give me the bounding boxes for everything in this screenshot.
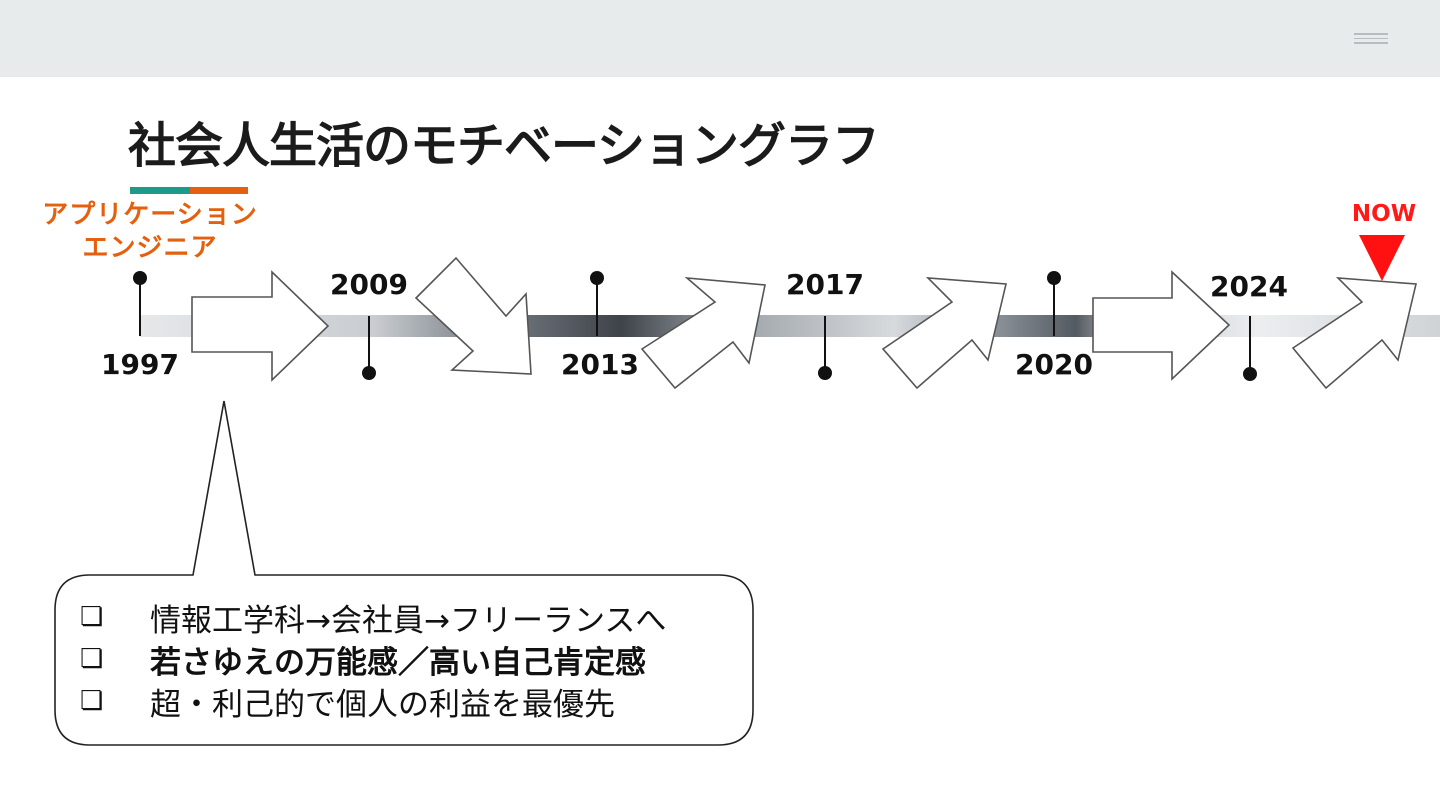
role-line-2: エンジニア bbox=[82, 233, 218, 263]
arrow-right-icon bbox=[191, 270, 330, 382]
timeline-dot bbox=[1243, 367, 1257, 381]
timeline-tick bbox=[596, 280, 598, 336]
timeline-dot bbox=[590, 271, 604, 285]
list-item-text: 若さゆえの万能感／高い自己肯定感 bbox=[150, 644, 646, 681]
header-bar bbox=[0, 0, 1440, 77]
timeline-tick bbox=[1053, 280, 1055, 336]
timeline-tick bbox=[368, 316, 370, 372]
timeline-tick bbox=[139, 280, 141, 336]
menu-lines-icon[interactable] bbox=[1354, 33, 1388, 45]
callout-bubble bbox=[54, 400, 754, 746]
timeline-band bbox=[140, 315, 1440, 337]
timeline-tick bbox=[824, 316, 826, 372]
timeline-dot bbox=[1047, 271, 1061, 285]
accent-bar-orange bbox=[190, 187, 248, 194]
checkbox-icon: ❏ bbox=[80, 644, 104, 674]
list-item-text: 情報工学科→会社員→フリーランスへ bbox=[150, 602, 667, 639]
timeline-tick bbox=[1249, 316, 1251, 372]
arrow-up-right-icon bbox=[1291, 277, 1417, 390]
checkbox-icon: ❏ bbox=[80, 686, 104, 716]
timeline-dot bbox=[818, 366, 832, 380]
role-label: アプリケーション エンジニア bbox=[30, 199, 270, 265]
page-title: 社会人生活のモチベーショングラフ bbox=[128, 118, 880, 174]
accent-bar-teal bbox=[130, 187, 190, 194]
year-label: 2013 bbox=[561, 348, 639, 381]
arrow-up-right-icon bbox=[640, 276, 766, 390]
year-label: 2020 bbox=[1015, 348, 1093, 381]
callout-list: ❏ 情報工学科→会社員→フリーランスへ ❏ 若さゆえの万能感／高い自己肯定感 ❏… bbox=[80, 596, 750, 723]
year-label: 2009 bbox=[330, 268, 408, 301]
timeline-dot bbox=[133, 271, 147, 285]
year-label: 2024 bbox=[1210, 270, 1288, 303]
timeline-dot bbox=[362, 366, 376, 380]
list-item: ❏ 超・利己的で個人の利益を最優先 bbox=[80, 680, 750, 723]
checkbox-icon: ❏ bbox=[80, 602, 104, 632]
year-label: 2017 bbox=[786, 268, 864, 301]
arrow-up-right-icon bbox=[881, 277, 1007, 390]
list-item: ❏ 若さゆえの万能感／高い自己肯定感 bbox=[80, 638, 750, 681]
arrow-right-icon bbox=[1092, 270, 1231, 381]
now-label: NOW bbox=[1351, 201, 1417, 227]
arrow-down-right-icon bbox=[414, 256, 532, 375]
role-line-1: アプリケーション bbox=[42, 200, 258, 230]
now-marker-icon bbox=[1359, 235, 1405, 281]
list-item-text: 超・利己的で個人の利益を最優先 bbox=[150, 686, 615, 723]
year-label: 1997 bbox=[101, 348, 179, 381]
list-item: ❏ 情報工学科→会社員→フリーランスへ bbox=[80, 596, 750, 639]
